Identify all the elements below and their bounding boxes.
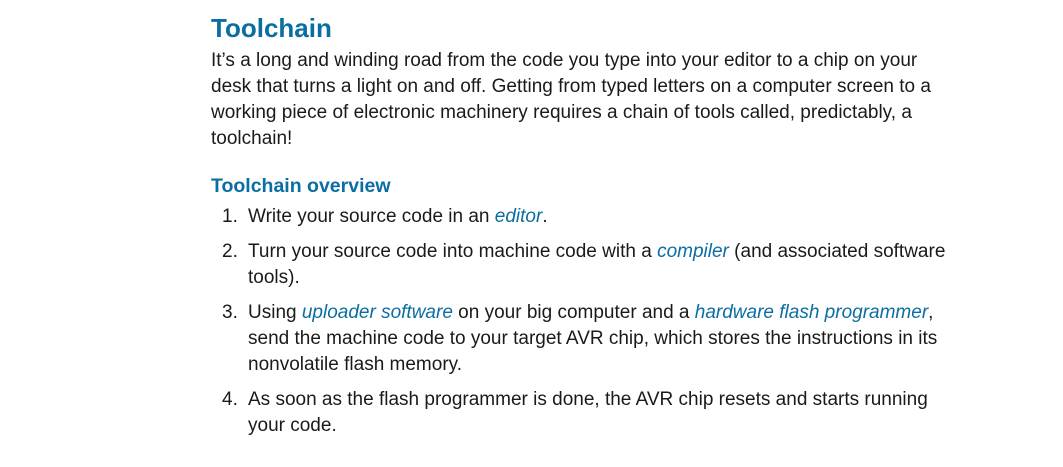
section-title: Toolchain: [211, 13, 332, 43]
list-item-text: on your big computer and a: [452, 302, 695, 323]
list-item: 3. Using uploader software on your big co…: [211, 300, 956, 378]
list-item: 1. Write your source code in an editor.: [211, 204, 956, 230]
intro-paragraph: It’s a long and winding road from the co…: [211, 50, 931, 149]
term-compiler: compiler: [657, 241, 729, 262]
list-item-text: .: [542, 206, 548, 227]
term-uploader-software: uploader software: [301, 302, 453, 323]
list-item-text: As soon as the flash programmer is done,…: [248, 389, 928, 436]
list-item-text: Using: [248, 302, 302, 323]
list-item-number: 3.: [222, 302, 238, 323]
list-item-text: Turn your source code into machine code …: [248, 241, 658, 262]
list-item-number: 4.: [222, 389, 238, 410]
list-item-text: (and associated software tools).: [248, 241, 946, 288]
list-item-number: 2.: [222, 241, 238, 262]
term-editor: editor: [494, 206, 543, 227]
toolchain-steps-list: 1. Write your source code in an editor. 2…: [211, 204, 956, 439]
list-item: 4. As soon as the flash programmer is don…: [211, 387, 956, 439]
list-item-text: Write your source code in an: [248, 206, 495, 227]
document-page: Toolchain It’s a long and winding road f…: [211, 12, 956, 448]
list-item-number: 1.: [222, 206, 238, 227]
subsection-title: Toolchain overview: [211, 175, 391, 197]
list-item-text: , send the machine code to your target A…: [248, 302, 938, 375]
list-item: 2. Turn your source code into machine cod…: [211, 239, 956, 291]
term-hardware-flash-programmer: hardware flash programmer: [694, 302, 929, 323]
